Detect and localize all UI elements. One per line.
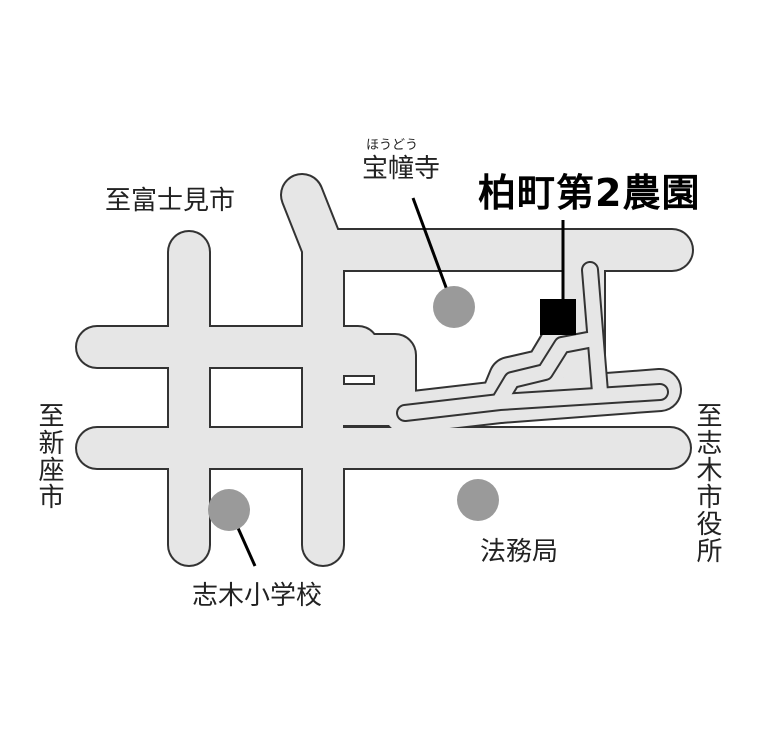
temple-label: 宝幢寺 [362, 154, 441, 184]
to-shiki-office-label: 至志木市役所 [692, 402, 722, 564]
legal-office-marker [457, 479, 499, 521]
temple-leader-line [411, 197, 449, 291]
to-niiza-label: 至新座市 [34, 402, 64, 510]
to-fujimi-label: 至富士見市 [105, 186, 236, 216]
temple-reading: ほうどう [366, 138, 419, 153]
school-leader-line [236, 527, 257, 567]
farm-marker [540, 299, 576, 335]
school-label: 志木小学校 [192, 581, 323, 611]
legal-office-label: 法務局 [480, 537, 559, 567]
road-network [97, 195, 672, 545]
lane-fill [398, 263, 667, 420]
school-marker [208, 489, 250, 531]
temple-marker [433, 286, 475, 328]
farm-title: 柏町第2農園 [478, 171, 701, 215]
